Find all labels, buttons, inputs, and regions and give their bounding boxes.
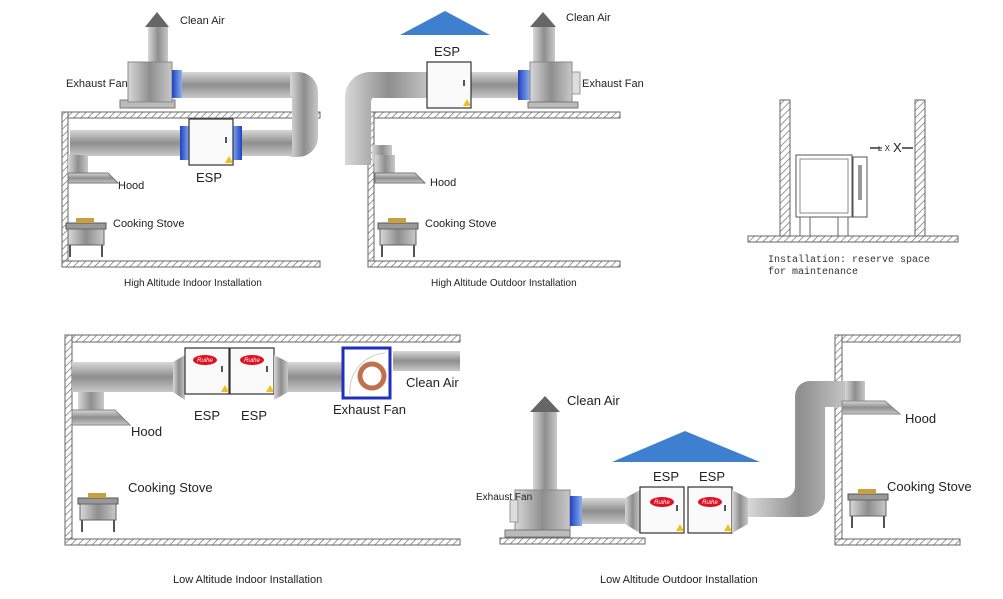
exhaust-fan-icon — [529, 61, 573, 105]
label-esp-2: ESP — [241, 408, 267, 423]
svg-text:Ruihe: Ruihe — [197, 358, 213, 364]
cooking-stove-icon — [377, 217, 419, 258]
ruihe-logo — [240, 355, 264, 365]
caption: High Altitude Indoor Installation — [124, 278, 262, 289]
panel-high-altitude-indoor: Clean Air Exhaust Fan Hood ESP Cooking S… — [61, 12, 321, 289]
label-clean-air: Clean Air — [567, 393, 620, 408]
panel-high-altitude-outdoor: Clean Air ESP Exhaust Fan Hood Cooking S… — [345, 11, 644, 289]
label-clean-air: Clean Air — [406, 375, 459, 390]
hood-icon — [67, 154, 119, 184]
cooking-stove-icon — [77, 492, 119, 533]
esp-unit-2: Ruihe — [687, 486, 733, 534]
chimney-cap-icon — [530, 12, 556, 27]
esp-unit-1: Ruihe — [184, 347, 230, 395]
esp-unit-2: Ruihe — [229, 347, 275, 395]
label-esp: ESP — [434, 44, 460, 59]
label-exhaust-fan: Exhaust Fan — [333, 402, 406, 417]
ceiling — [61, 111, 321, 119]
ruihe-logo — [193, 355, 217, 365]
floor — [61, 260, 321, 268]
esp-unit-1: Ruihe — [639, 486, 685, 534]
label-cooking-stove: Cooking Stove — [887, 479, 972, 494]
caption: Low Altitude Outdoor Installation — [600, 574, 758, 586]
label-exhaust-fan: Exhaust Fan — [476, 492, 532, 503]
label-cooking-stove: Cooking Stove — [128, 480, 213, 495]
label-esp-1: ESP — [653, 469, 679, 484]
esp-unit — [188, 118, 234, 166]
label-hood: Hood — [131, 424, 162, 439]
duct — [182, 72, 297, 98]
svg-text:Ruihe: Ruihe — [654, 500, 670, 506]
hood-icon — [374, 154, 426, 184]
chimney-cap-icon — [530, 396, 560, 412]
roof-icon — [612, 431, 760, 462]
chimney — [148, 27, 168, 67]
svg-text:Ruihe: Ruihe — [702, 500, 718, 506]
wall — [61, 111, 69, 268]
caption-line-2: for maintenance — [768, 266, 858, 278]
panel-maintenance: ≥ X X Installation: reserve space for ma… — [747, 99, 959, 278]
label-hood: Hood — [118, 180, 144, 192]
panel-low-altitude-indoor: Ruihe Ruihe Clean Air Exhaust Fan ESP ES… — [64, 334, 461, 586]
label-esp-1: ESP — [194, 408, 220, 423]
hood-icon — [841, 400, 902, 415]
clearance-label: ≥ X — [878, 144, 891, 153]
label-exhaust-fan: Exhaust Fan — [582, 78, 644, 90]
roof-icon — [400, 11, 490, 35]
label-esp-2: ESP — [699, 469, 725, 484]
caption: High Altitude Outdoor Installation — [431, 278, 577, 289]
cooking-stove-icon — [65, 217, 107, 258]
caption-line-1: Installation: reserve space — [768, 254, 930, 266]
label-hood: Hood — [430, 177, 456, 189]
label-clean-air: Clean Air — [180, 15, 225, 27]
caption: Low Altitude Indoor Installation — [173, 574, 322, 586]
cooking-stove-icon — [847, 488, 889, 529]
hood-icon — [71, 409, 132, 426]
panel-low-altitude-outdoor: Ruihe Ruihe Clean Air ESP ESP Exhaust Fa… — [476, 334, 972, 586]
chimney-cap-icon — [145, 12, 169, 27]
svg-text:Ruihe: Ruihe — [244, 358, 260, 364]
label-clean-air: Clean Air — [566, 12, 611, 24]
label-hood: Hood — [905, 411, 936, 426]
label-exhaust-fan: Exhaust Fan — [66, 78, 128, 90]
esp-unit — [426, 61, 472, 109]
label-esp: ESP — [196, 170, 222, 185]
svg-text:X: X — [893, 140, 902, 155]
label-cooking-stove: Cooking Stove — [425, 218, 497, 230]
esp-unit-outline — [795, 154, 853, 218]
exhaust-fan-icon — [127, 61, 173, 103]
label-cooking-stove: Cooking Stove — [113, 218, 185, 230]
